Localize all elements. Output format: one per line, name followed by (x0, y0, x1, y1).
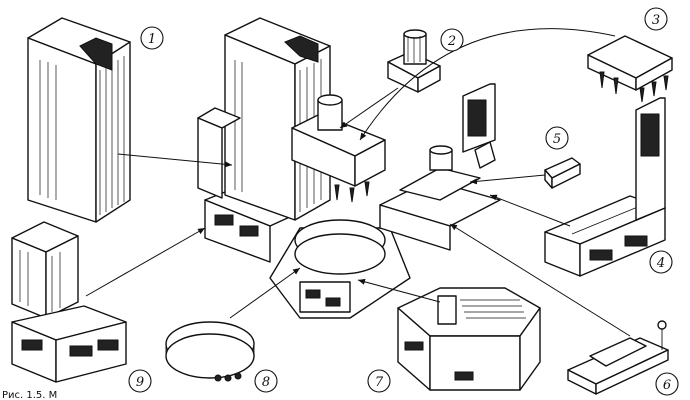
label-6: 6 (655, 372, 679, 396)
label-5-text: 5 (553, 132, 561, 147)
label-5: 5 (545, 126, 569, 150)
component-7-octagonal-base (397, 287, 541, 391)
leader-arrows (85, 28, 631, 337)
label-4-text: 4 (656, 256, 665, 271)
label-3-text: 3 (652, 13, 660, 28)
label-8-text: 8 (262, 375, 270, 390)
component-3-multi-spindle-head (587, 35, 673, 103)
component-1-column (27, 17, 131, 223)
label-4: 4 (649, 250, 673, 274)
central-machine-assembly (197, 17, 501, 319)
label-3: 3 (644, 7, 668, 31)
component-2-spindle (387, 29, 441, 93)
component-8-rotary-table (165, 321, 255, 382)
component-5-cylinder (544, 157, 581, 189)
label-6-text: 6 (663, 378, 671, 393)
label-1-text: 1 (148, 32, 156, 47)
component-6-small-slide (567, 320, 669, 395)
component-4-slide-bed (544, 97, 666, 277)
label-8: 8 (254, 369, 278, 393)
figure-caption: Рис. 1.5. М (2, 390, 57, 400)
label-9-text: 9 (136, 375, 144, 390)
label-7: 7 (367, 369, 391, 393)
label-2: 2 (440, 28, 464, 52)
label-9: 9 (128, 369, 152, 393)
label-7-text: 7 (375, 375, 384, 390)
label-1: 1 (140, 26, 164, 50)
component-9-base (11, 221, 127, 383)
label-2-text: 2 (447, 34, 456, 49)
